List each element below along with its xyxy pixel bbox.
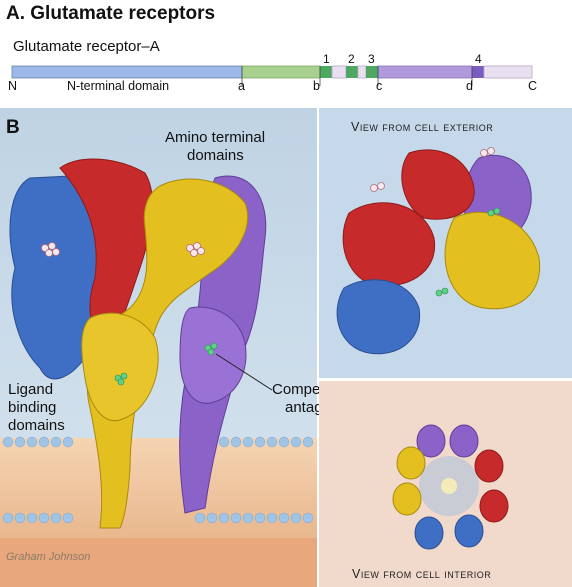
exterior-red-subunit-top — [401, 149, 475, 220]
exterior-yellow-subunit — [444, 211, 541, 310]
purple-segment — [377, 65, 473, 79]
tm-2-label: 2 — [348, 52, 355, 66]
yellow-lbd — [81, 312, 159, 421]
ligand-molecules — [41, 242, 205, 257]
ligand-annotation-line3: domains — [8, 417, 65, 434]
n-terminal-label: N — [8, 79, 18, 93]
pale-segment-1 — [331, 65, 347, 79]
section-a-title: A. Glutamate receptors — [6, 3, 216, 24]
n-terminal-domain-label: N-terminal domain — [67, 79, 170, 93]
domain-bar-diagram — [11, 65, 533, 86]
tm-segment-2 — [346, 66, 358, 78]
ligand-annotation-line1: Ligand — [8, 381, 54, 398]
membrane-bilayer — [0, 438, 317, 538]
segment-d-label: d — [466, 79, 473, 93]
n-terminal-segment — [11, 65, 243, 79]
exterior-red-subunit — [342, 202, 436, 287]
tm-segment-4 — [472, 66, 484, 78]
tm-1-label: 1 — [323, 52, 330, 66]
exterior-view-title: View from cell exterior — [351, 120, 494, 134]
pale-segment-2 — [357, 65, 367, 79]
exterior-view-panel — [319, 108, 572, 378]
tm-segment-3 — [366, 66, 378, 78]
green-segment — [241, 65, 321, 79]
c-terminal-label: C — [528, 79, 538, 93]
tm-4-label: 4 — [475, 52, 482, 66]
segment-c-label: c — [376, 79, 383, 93]
section-b-label: B — [6, 117, 20, 138]
exterior-blue-subunit — [336, 279, 421, 355]
purple-lbd — [179, 306, 247, 404]
yellow-subunit — [86, 178, 249, 529]
receptor-name: Glutamate receptor–A — [13, 38, 160, 55]
tm-3-label: 3 — [368, 52, 375, 66]
amino-terminal-annotation-line2: domains — [187, 147, 244, 164]
receptor-side-view — [0, 108, 317, 587]
c-terminal-segment — [483, 65, 533, 79]
interior-view-panel — [319, 381, 572, 587]
ligand-annotation-line2: binding — [8, 399, 57, 416]
interior-subunits — [392, 424, 509, 550]
interior-center — [441, 478, 457, 494]
amino-terminal-annotation-line1: Amino terminal — [165, 129, 266, 146]
tm-segment-1 — [320, 66, 332, 78]
antagonist-molecules — [114, 342, 218, 386]
interior-view-title: View from cell interior — [352, 567, 492, 581]
artist-signature: Graham Johnson — [6, 551, 91, 563]
segment-b-label: b — [313, 79, 320, 93]
segment-a-label: a — [238, 79, 245, 93]
